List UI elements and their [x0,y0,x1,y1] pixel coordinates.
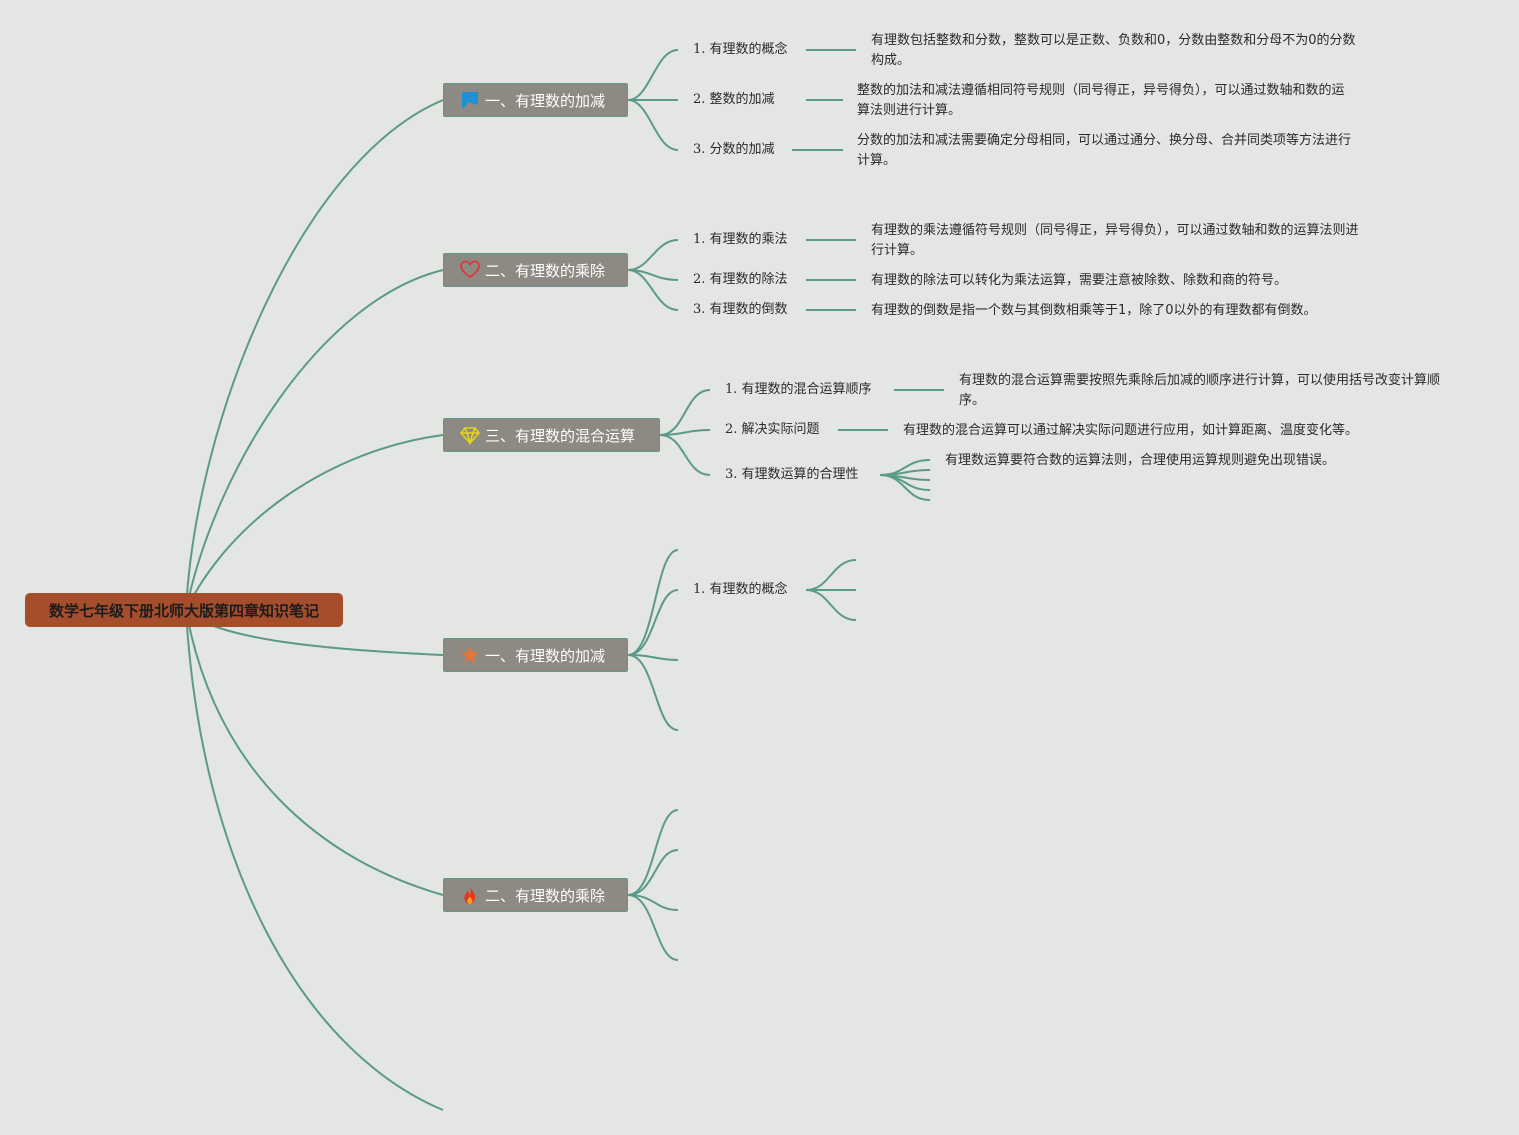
detail-note[interactable]: 有理数的倒数是指一个数与其倒数相乘等于1，除了0以外的有理数都有倒数。 [871,303,1317,318]
detail-note[interactable]: 有理数的混合运算可以通过解决实际问题进行应用，如计算距离、温度变化等。 [903,423,1359,438]
subtopic-item[interactable]: 3. 有理数运算的合理性 [725,466,859,484]
subtopic-number: 1. [725,382,738,397]
star-icon [460,645,480,665]
subtopic-number: 3. [725,467,738,482]
detail-note[interactable]: 分数的加法和减法需要确定分母相同，可以通过通分、换分母、合并同类项等方法进行计算… [857,133,1352,168]
subtopic-number: 2. [693,272,706,287]
subtopic-label: 解决实际问题 [741,422,820,437]
branch-node-addition[interactable]: 一、有理数的加减 [443,83,628,117]
subtopic-label: 有理数运算的合理性 [741,467,859,482]
subtopic-number: 2. [725,422,738,437]
subtopic-label: 有理数的概念 [709,42,788,57]
detail-note[interactable]: 有理数的混合运算需要按照先乘除后加减的顺序进行计算，可以使用括号改变计算顺序。 [959,373,1441,408]
subtopic-item[interactable]: 1. 有理数的乘法 [693,231,788,249]
subtopic-label: 有理数的乘法 [709,232,788,247]
subtopic-number: 1. [693,582,706,597]
branch-node-multiplication[interactable]: 二、有理数的乘除 [443,253,628,287]
detail-note[interactable]: 整数的加法和减法遵循相同符号规则（同号得正，异号得负），可以通过数轴和数的运算法… [857,83,1345,118]
subtopic-label: 整数的加减 [709,92,775,107]
detail-note[interactable]: 有理数的除法可以转化为乘法运算，需要注意被除数、除数和商的符号。 [871,273,1288,288]
branch-title: 三、有理数的混合运算 [485,426,636,445]
root-title: 数学七年级下册北师大版第四章知识笔记 [48,601,319,620]
subtopic-label: 有理数的混合运算顺序 [741,382,872,397]
branch-node-mixed-operations[interactable]: 三、有理数的混合运算 [443,418,660,452]
subtopic-number: 3. [693,302,706,317]
subtopic-item[interactable]: 2. 有理数的除法 [693,271,788,289]
subtopic-number: 1. [693,232,706,247]
detail-note[interactable]: 有理数运算要符合数的运算法则，合理使用运算规则避免出现错误。 [945,453,1336,468]
subtopic-label: 分数的加减 [709,142,775,157]
subtopic-item[interactable]: 1. 有理数的混合运算顺序 [725,381,872,399]
branch-title: 二、有理数的乘除 [485,261,606,280]
subtopic-label: 有理数的倒数 [709,302,788,317]
subtopic-item[interactable]: 2. 整数的加减 [693,91,775,109]
detail-note[interactable]: 有理数的乘法遵循符号规则（同号得正，异号得负），可以通过数轴和数的运算法则进行计… [871,223,1359,258]
subtopic-number: 3. [693,142,706,157]
subtopic-number: 1. [693,42,706,57]
fire-icon [460,885,480,905]
branch-node-addition-duplicate[interactable]: 一、有理数的加减 [443,638,628,672]
subtopic-item[interactable]: 2. 解决实际问题 [725,421,820,439]
branch-title: 二、有理数的乘除 [485,886,606,905]
diamond-icon [460,425,480,445]
subtopic-item[interactable]: 3. 分数的加减 [693,141,775,159]
subtopic-item[interactable]: 1. 有理数的概念 [693,581,788,599]
subtopic-item[interactable]: 3. 有理数的倒数 [693,301,788,319]
branch-title: 一、有理数的加减 [485,91,606,110]
subtopic-item[interactable]: 1. 有理数的概念 [693,41,788,59]
heart-icon [460,260,480,280]
branch-node-multiplication-duplicate[interactable]: 二、有理数的乘除 [443,878,628,912]
subtopic-label: 有理数的概念 [709,582,788,597]
flag-icon [460,90,480,110]
subtopic-number: 2. [693,92,706,107]
subtopic-label: 有理数的除法 [709,272,788,287]
detail-note[interactable]: 有理数包括整数和分数，整数可以是正数、负数和0，分数由整数和分母不为0的分数构成… [871,33,1356,68]
branch-title: 一、有理数的加减 [485,646,606,665]
root-node[interactable]: 数学七年级下册北师大版第四章知识笔记 [25,593,343,627]
